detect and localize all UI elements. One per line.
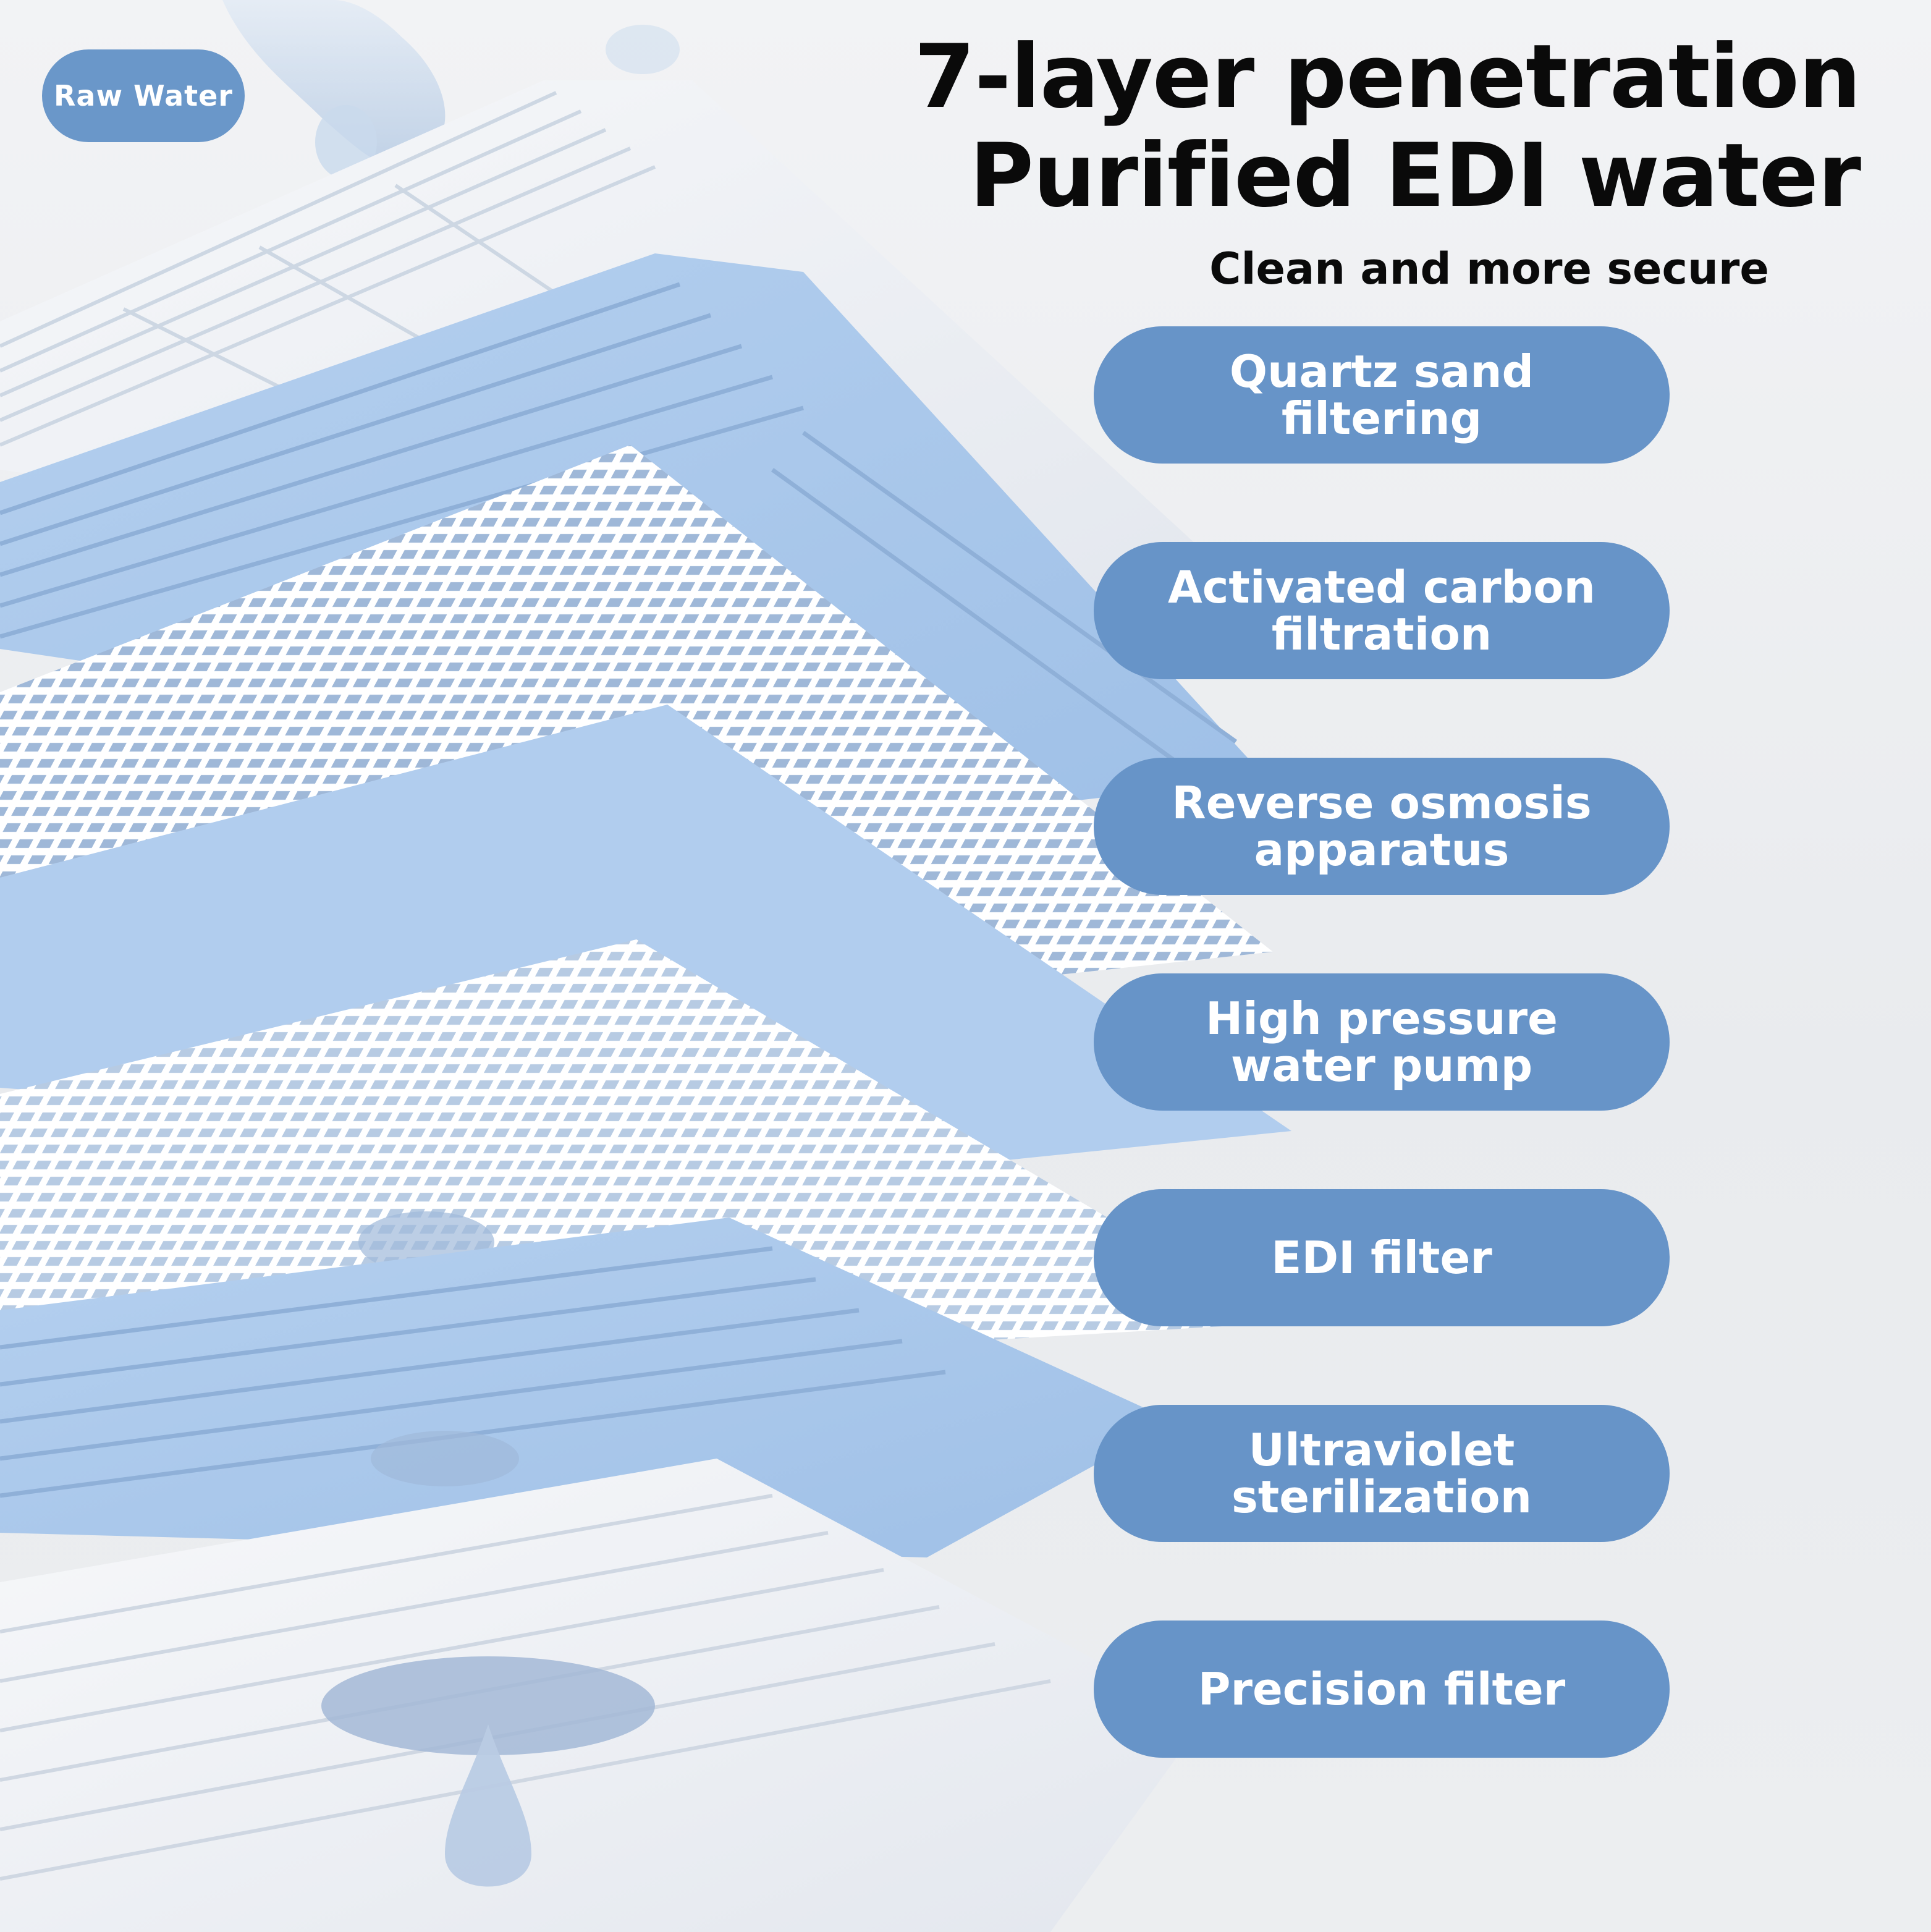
title-line-2: Purified EDI water [969,125,1861,227]
stage-label: EDI filter [1271,1232,1492,1284]
stage-badge-precision-filter: Precision filter [1094,1621,1670,1758]
page-title: 7-layer penetration Purified EDI water [872,26,1862,227]
water-droplet [321,1656,655,1887]
stage-badge-edi-filter: EDI filter [1094,1189,1670,1326]
stage-label: Activated carbon filtration [1168,561,1595,660]
stage-badge-ultraviolet: Ultraviolet sterilization [1094,1405,1670,1542]
water-stream [222,0,680,179]
stage-badge-quartz-sand: Quartz sand filtering [1094,326,1670,464]
stage-label: Ultraviolet sterilization [1232,1424,1532,1523]
layer-ultraviolet [0,1218,1174,1557]
stage-badge-high-pressure-pump: High pressure water pump [1094,973,1670,1111]
title-line-1: 7-layer penetration [914,26,1862,128]
stage-label: Precision filter [1198,1663,1566,1715]
stage-badge-activated-carbon: Activated carbon filtration [1094,542,1670,679]
raw-water-label: Raw Water [54,79,233,112]
stage-label: Quartz sand filtering [1229,345,1534,444]
page-subtitle: Clean and more secure [1209,244,1769,294]
raw-water-badge: Raw Water [42,49,245,142]
stage-label: Reverse osmosis apparatus [1172,777,1592,876]
stage-label: High pressure water pump [1206,993,1558,1091]
stage-badge-reverse-osmosis: Reverse osmosis apparatus [1094,758,1670,895]
filtration-stage-list: Quartz sand filtering Activated carbon f… [1094,326,1670,1836]
